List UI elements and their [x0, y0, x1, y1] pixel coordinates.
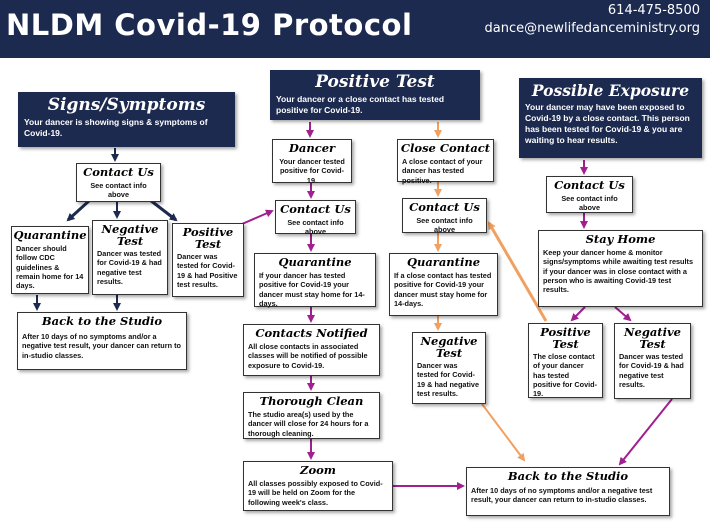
positive-contact-box: Contact Us See contact info above — [275, 200, 356, 237]
final-studio-desc: After 10 days of no symptoms and/or a ne… — [471, 486, 653, 505]
notified-desc: All close contacts in associated classes… — [248, 342, 368, 370]
close-contact-box: Close Contact A close contact of your da… — [397, 139, 494, 185]
signs-symptoms-box: Signs/Symptoms Your dancer is showing si… — [18, 92, 235, 147]
close-negative-title: Negative Test — [420, 334, 478, 360]
exposure-desc: Your dancer may have been exposed to Cov… — [525, 102, 690, 145]
close-title: Close Contact — [400, 141, 491, 155]
exposure-positive-title: Positive Test — [540, 325, 591, 351]
page-title: NLDM Covid-19 Protocol — [6, 8, 413, 42]
final-studio-box: Back to the Studio After 10 days of no s… — [466, 467, 670, 516]
close-quarantine-title: Quarantine — [406, 255, 481, 269]
arrow-exposure-positive-to-contact — [487, 221, 548, 322]
positive-contact-desc: See contact info above — [287, 218, 344, 237]
signs-positive-box: Positive Test Dancer was tested for Covi… — [172, 223, 244, 297]
clean-title: Thorough Clean — [259, 394, 364, 408]
signs-studio-desc: After 10 days of no symptoms and/or a ne… — [22, 332, 181, 360]
signs-contact-desc: See contact info above — [90, 181, 147, 200]
stay-title: Stay Home — [585, 232, 656, 246]
positive-quarantine-title: Quarantine — [278, 255, 352, 269]
arrow-negative-to-studio-c — [481, 403, 526, 462]
email-address: dance@newlifedanceministry.org — [484, 21, 700, 36]
positive-contact-title: Contact Us — [280, 202, 351, 216]
clean-desc: The studio area(s) used by the dancer wi… — [248, 410, 369, 438]
thorough-clean-box: Thorough Clean The studio area(s) used b… — [243, 392, 380, 439]
arrow-positive-to-contact — [241, 209, 274, 225]
dancer-box: Dancer Your dancer tested positive for C… — [272, 139, 352, 185]
close-quarantine-desc: If a close contact has tested positive f… — [394, 271, 492, 308]
arrow-stay-to-negative — [614, 306, 632, 322]
signs-quarantine-desc: Dancer should follow CDC guidelines & re… — [16, 244, 84, 291]
positive-quarantine-box: Quarantine If your dancer has tested pos… — [254, 253, 376, 308]
zoom-desc: All classes possibly exposed to Covid-19… — [248, 479, 383, 507]
signs-title: Signs/Symptoms — [47, 95, 206, 115]
signs-desc: Your dancer is showing signs & symptoms … — [24, 117, 208, 138]
close-negative-desc: Dancer was tested for Covid-19 & had neg… — [417, 361, 480, 398]
exposure-negative-desc: Dancer was tested for Covid-19 & had neg… — [619, 352, 684, 389]
close-contact-us-title: Contact Us — [409, 200, 480, 214]
close-contact-us-desc: See contact info above — [416, 216, 473, 235]
close-quarantine-box: Quarantine If a close contact has tested… — [389, 253, 498, 316]
signs-studio-box: Back to the Studio After 10 days of no s… — [17, 312, 187, 370]
arrow-negative-to-studio-e — [618, 398, 673, 466]
close-desc: A close contact of your dancer has teste… — [402, 157, 483, 185]
positive-desc: Your dancer or a close contact has teste… — [276, 94, 445, 115]
stay-home-box: Stay Home Keep your dancer home & monito… — [538, 230, 703, 307]
close-contact-us-box: Contact Us See contact info above — [402, 198, 487, 235]
arrow-stay-to-positive — [570, 306, 586, 322]
positive-test-box: Positive Test Your dancer or a close con… — [270, 70, 480, 120]
stay-desc: Keep your dancer home & monitor signs/sy… — [543, 248, 694, 295]
zoom-box: Zoom All classes possibly exposed to Cov… — [243, 461, 393, 511]
dancer-title: Dancer — [288, 141, 336, 155]
final-studio-title: Back to the Studio — [507, 469, 629, 483]
contacts-notified-box: Contacts Notified All close contacts in … — [243, 324, 380, 376]
header-bar: NLDM Covid-19 Protocol 614-475-8500 danc… — [0, 0, 710, 58]
signs-contact-title: Contact Us — [83, 165, 154, 179]
notified-title: Contacts Notified — [255, 326, 368, 340]
signs-studio-title: Back to the Studio — [41, 314, 163, 328]
exposure-positive-box: Positive Test The close contact of your … — [528, 323, 603, 398]
exposure-positive-desc: The close contact of your dancer has tes… — [533, 352, 598, 399]
exposure-negative-box: Negative Test Dancer was tested for Covi… — [614, 323, 691, 399]
signs-positive-desc: Dancer was tested for Covid-19 & had Pos… — [177, 252, 238, 289]
dancer-desc: Your dancer tested positive for Covid-19… — [279, 157, 345, 185]
signs-negative-desc: Dancer was tested for Covid-19 & had neg… — [97, 249, 162, 286]
signs-quarantine-title: Quarantine — [13, 228, 87, 242]
arrow-contact-to-positive — [149, 198, 178, 222]
phone-number: 614-475-8500 — [607, 3, 700, 18]
close-negative-box: Negative Test Dancer was tested for Covi… — [412, 332, 486, 404]
exposure-contact-box: Contact Us See contact info above — [546, 176, 633, 213]
signs-negative-title: Negative Test — [101, 222, 159, 248]
signs-quarantine-box: Quarantine Dancer should follow CDC guid… — [11, 226, 89, 294]
positive-quarantine-desc: If your dancer has tested positive for C… — [259, 271, 365, 308]
arrow-contact-to-quarantine — [66, 198, 92, 222]
possible-exposure-box: Possible Exposure Your dancer may have b… — [519, 78, 702, 158]
exposure-contact-desc: See contact info above — [561, 194, 618, 213]
signs-negative-box: Negative Test Dancer was tested for Covi… — [92, 220, 168, 295]
positive-title: Positive Test — [315, 72, 435, 92]
signs-contact-box: Contact Us See contact info above — [76, 163, 161, 202]
exposure-negative-title: Negative Test — [623, 325, 681, 351]
zoom-title: Zoom — [300, 463, 336, 477]
exposure-title: Possible Exposure — [531, 81, 690, 100]
exposure-contact-title: Contact Us — [554, 178, 625, 192]
signs-positive-title: Positive Test — [182, 225, 234, 251]
